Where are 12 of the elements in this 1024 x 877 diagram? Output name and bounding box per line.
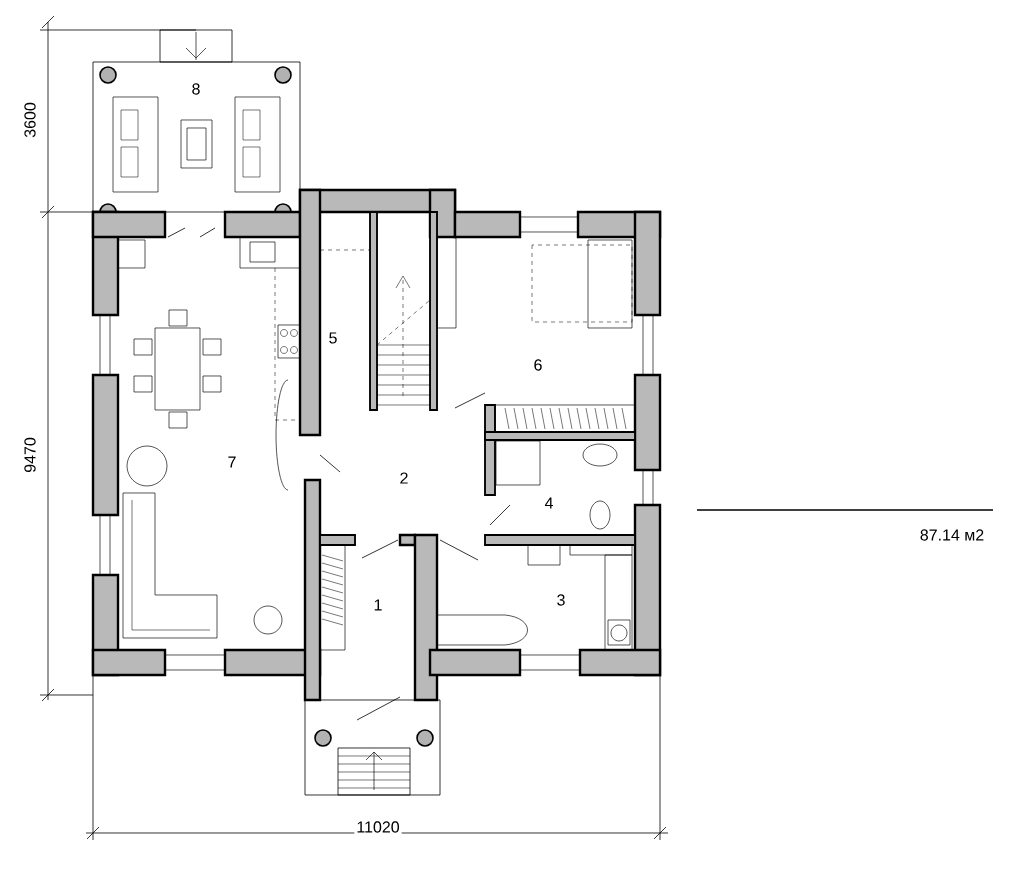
dimension-label: 9470 [22,435,38,475]
room-number: 5 [326,330,340,346]
room-number: 4 [542,495,556,511]
room-number: 3 [554,592,568,608]
dimension-label: 11020 [354,819,402,835]
room-number: 2 [397,470,411,486]
room-number: 1 [371,597,385,613]
dimension-label: 3600 [22,100,38,140]
room-number: 6 [531,357,545,373]
area-label: 87.14 м2 [917,527,987,543]
room-number: 8 [189,81,203,97]
room-number: 7 [225,454,239,470]
